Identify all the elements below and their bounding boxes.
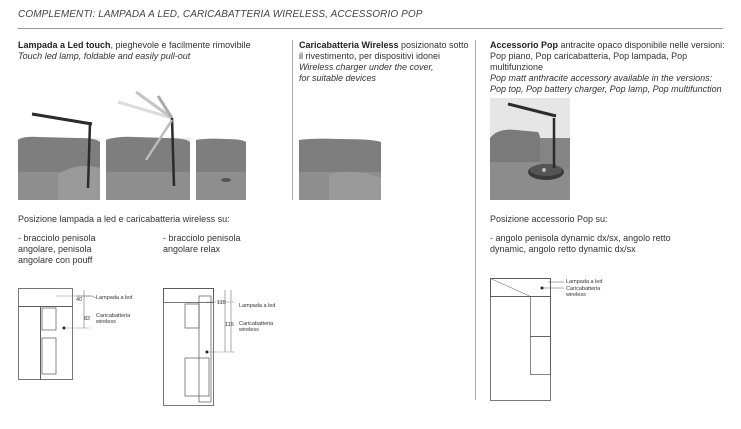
lamp-photo-3 bbox=[196, 138, 246, 200]
dimension-label: 115 bbox=[217, 300, 226, 306]
lamp-position-list-a: - bracciolo penisola angolare, penisola … bbox=[18, 233, 158, 266]
charger-title: Caricabatteria Wireless bbox=[299, 40, 399, 50]
dimension-label: 40 bbox=[76, 297, 83, 303]
list-item: angolare relax bbox=[163, 244, 221, 254]
list-item: angolare, penisola bbox=[18, 244, 92, 254]
lamp-description: Lampada a Led touch, pieghevole e facilm… bbox=[18, 40, 288, 62]
pop-position-list: - angolo penisola dynamic dx/sx, angolo … bbox=[490, 233, 730, 255]
charger-photo bbox=[299, 138, 381, 200]
lamp-position-list-b: - bracciolo penisola angolare relax bbox=[163, 233, 283, 255]
page-title: COMPLEMENTI: LAMPADA A LED, CARICABATTER… bbox=[18, 9, 423, 20]
list-item: - angolo penisola dynamic dx/sx, angolo … bbox=[490, 233, 671, 243]
pop-title: Accessorio Pop bbox=[490, 40, 559, 50]
lamp-title-rest: , pieghevole e facilmente rimovibile bbox=[110, 40, 251, 50]
header-divider bbox=[18, 28, 723, 29]
lamp-photo-2 bbox=[106, 90, 190, 200]
list-item: angolare con pouff bbox=[18, 255, 93, 265]
dimension-label: 115 bbox=[225, 322, 234, 328]
pop-description: Accessorio Pop antracite opaco disponibi… bbox=[490, 40, 725, 94]
list-item: - bracciolo penisola bbox=[163, 233, 241, 243]
charger-description: Caricabatteria Wireless posizionato sott… bbox=[299, 40, 469, 83]
lamp-callout-label: Lampada a led bbox=[239, 303, 276, 309]
lamp-subtitle-en: Touch led lamp, foldable and easily pull… bbox=[18, 51, 191, 61]
dimension-label: 82 bbox=[84, 316, 91, 322]
lamp-photo-1 bbox=[18, 102, 100, 200]
lamp-callout-label: Lampada a led bbox=[96, 295, 133, 301]
column-divider bbox=[292, 40, 293, 200]
list-item: dynamic, angolo retto dynamic dx/sx bbox=[490, 244, 636, 254]
column-divider bbox=[475, 40, 476, 400]
lamp-position-title: Posizione lampada a led e caricabatteria… bbox=[18, 214, 230, 224]
list-item: - bracciolo penisola bbox=[18, 233, 96, 243]
pop-position-title: Posizione accessorio Pop su: bbox=[490, 214, 608, 224]
lamp-title: Lampada a Led touch bbox=[18, 40, 111, 50]
pop-photo bbox=[490, 98, 570, 200]
lamp-callout-label: Lampada a led bbox=[566, 279, 603, 285]
